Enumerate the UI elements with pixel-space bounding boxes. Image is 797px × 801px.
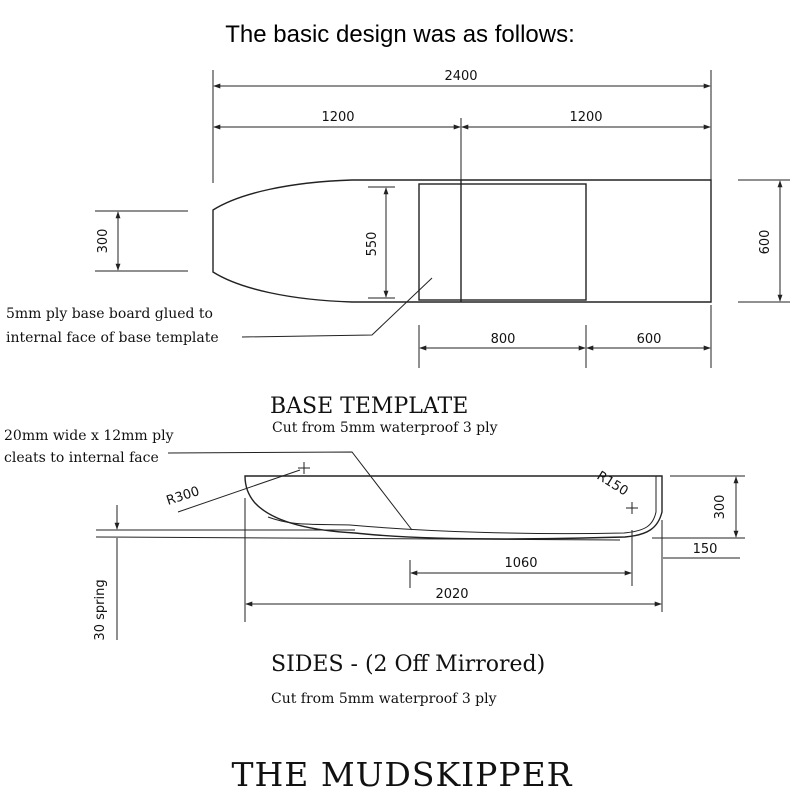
r300-leader bbox=[177, 469, 301, 513]
side-outline bbox=[244, 475, 663, 540]
dim-550-label: 550 bbox=[365, 232, 380, 257]
base-note-line-2: internal face of base template bbox=[6, 330, 219, 346]
base-outline bbox=[212, 179, 712, 303]
base-note-leader bbox=[241, 277, 433, 338]
dim-300-label: 300 bbox=[96, 229, 111, 254]
dim-150-label: 150 bbox=[693, 542, 718, 557]
r300-label: R300 bbox=[165, 484, 202, 509]
dim-1060-label: 1060 bbox=[504, 556, 537, 571]
sides-drawing: 20mm wide x 12mm ply cleats to internal … bbox=[4, 428, 745, 707]
sides-label: SIDES - (2 Off Mirrored) bbox=[271, 652, 545, 677]
r150-label: R150 bbox=[594, 469, 631, 500]
dim-800-label: 800 bbox=[491, 332, 516, 347]
brand-title: THE MUDSKIPPER bbox=[231, 755, 572, 794]
page-title: The basic design was as follows: bbox=[225, 21, 575, 48]
dim-600-width-label: 600 bbox=[758, 230, 773, 255]
base-note-line-1: 5mm ply base board glued to bbox=[6, 306, 213, 322]
dim-600-panel-label: 600 bbox=[637, 332, 662, 347]
sides-note-line-1: 20mm wide x 12mm ply bbox=[4, 428, 174, 444]
dim-1200-right-label: 1200 bbox=[569, 110, 602, 125]
sides-note-line-2: cleats to internal face bbox=[4, 450, 159, 466]
dim-side-height-label: 300 bbox=[713, 495, 728, 520]
base-inner-panel bbox=[418, 183, 587, 301]
dim-1200-left-label: 1200 bbox=[321, 110, 354, 125]
sides-sublabel: Cut from 5mm waterproof 3 ply bbox=[271, 691, 497, 707]
base-template-label: BASE TEMPLATE bbox=[270, 394, 468, 419]
dim-2400-label: 2400 bbox=[444, 69, 477, 84]
base-template-sublabel: Cut from 5mm waterproof 3 ply bbox=[272, 420, 498, 436]
sides-note-leader bbox=[167, 451, 413, 531]
dim-spring-label: 30 spring bbox=[93, 579, 108, 640]
side-inner-line bbox=[267, 476, 657, 535]
dim-2020-label: 2020 bbox=[435, 587, 468, 602]
base-template-drawing: 2400 1200 1200 300 550 600 800 600 5mm p… bbox=[6, 69, 790, 436]
